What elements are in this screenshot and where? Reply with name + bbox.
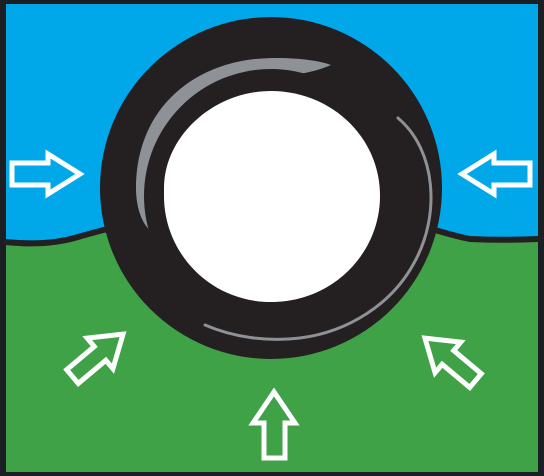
lower-left-pressure-arrow-icon [63, 331, 127, 387]
left-pressure-arrow-icon [9, 149, 85, 199]
pipe-inner-edge [203, 116, 433, 341]
pipe-highlight-band [136, 57, 331, 236]
pipe-bore [164, 91, 380, 302]
bottom-pressure-arrow-icon [248, 387, 300, 461]
lower-right-pressure-arrow-icon [421, 335, 485, 391]
right-pressure-arrow-icon [457, 149, 533, 199]
